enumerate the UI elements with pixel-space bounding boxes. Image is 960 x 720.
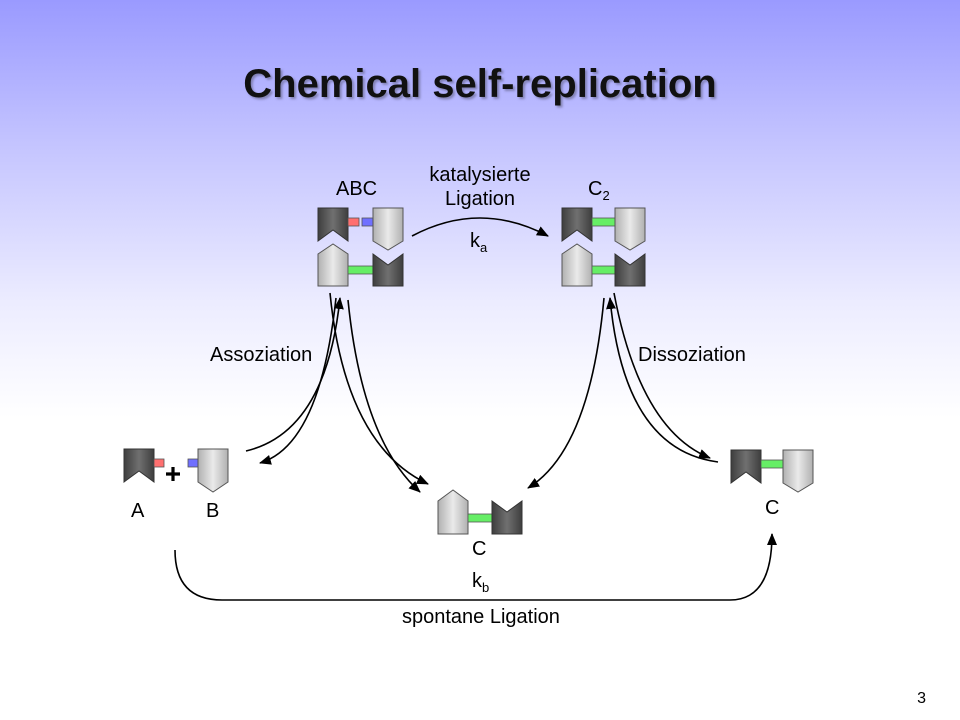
- c2-block-top-right: [614, 207, 646, 251]
- abc-block-b: [372, 207, 404, 251]
- c2-complex: [561, 207, 646, 287]
- page-number: 3: [917, 690, 926, 707]
- abc-label: ABC: [336, 178, 378, 200]
- spontaneous-ligation-arrow: [174, 533, 777, 601]
- c-bottom-dark-block: [491, 500, 523, 535]
- kb-label-base: k: [472, 570, 482, 592]
- kb-label-sub: b: [482, 580, 490, 595]
- c2-green-link-top: [591, 217, 616, 227]
- abc-green-link: [347, 265, 374, 275]
- c-bottom-label: C: [472, 538, 487, 560]
- abc-complex: [317, 207, 404, 287]
- c2-block-bottom-right: [614, 253, 646, 287]
- dissociation-arrow-to-c: [527, 297, 605, 489]
- slide-title: Chemical self-replication: [243, 62, 717, 106]
- a-plus-b: [123, 448, 229, 493]
- c2-label-sub: 2: [602, 188, 610, 203]
- c-bottom-green-link: [467, 513, 493, 523]
- c-right-dark-block: [730, 449, 762, 484]
- c2-label: C2: [588, 178, 610, 203]
- abc-template-right: [372, 253, 404, 287]
- c2-block-top-left: [561, 207, 593, 242]
- kb-label: kb: [472, 570, 489, 595]
- b-blue-tag: [187, 458, 199, 468]
- ka-label-sub: a: [480, 240, 488, 255]
- dissociation-label: Dissoziation: [638, 344, 746, 366]
- dissociation-arrow-c-bottom: [606, 297, 719, 463]
- ka-label-base: k: [470, 230, 480, 252]
- spontaneous-ligation-label: spontane Ligation: [402, 606, 560, 628]
- a-red-tag: [153, 458, 165, 468]
- association-arrow-c: [329, 292, 429, 485]
- abc-template-left: [317, 243, 349, 287]
- ka-label: ka: [470, 230, 487, 255]
- plus-sign: [166, 467, 180, 481]
- a-label: A: [131, 500, 145, 522]
- c-right-molecule: [730, 449, 814, 493]
- c-bottom-molecule: [437, 489, 523, 535]
- catalyzed-ligation-line1: katalysierte: [429, 164, 531, 186]
- catalyzed-ligation-label: katalysierte Ligation: [400, 163, 560, 211]
- association-arrow-b-to-abc: [347, 299, 421, 493]
- catalyzed-ligation-line2: Ligation: [444, 188, 516, 210]
- dissociation-arrow-right-c: [613, 292, 711, 459]
- association-arrow-c-bottom-to-a: [259, 297, 337, 465]
- molecule-a: [123, 448, 155, 483]
- c-right-green-link: [760, 459, 784, 469]
- b-label: B: [206, 500, 220, 522]
- c2-block-bottom-left: [561, 243, 593, 287]
- c2-label-base: C: [588, 178, 603, 200]
- c-right-label: C: [765, 497, 780, 519]
- c-right-light-block: [782, 449, 814, 493]
- abc-block-a: [317, 207, 349, 242]
- abc-blue-tag: [361, 217, 374, 227]
- c-bottom-light-block: [437, 489, 469, 535]
- c2-green-link-bottom: [591, 265, 616, 275]
- association-label: Assoziation: [210, 344, 313, 366]
- molecule-b: [197, 448, 229, 493]
- abc-red-tag: [347, 217, 360, 227]
- association-arrow-a-b: [245, 297, 344, 452]
- catalyzed-ligation-arrow: [411, 217, 549, 237]
